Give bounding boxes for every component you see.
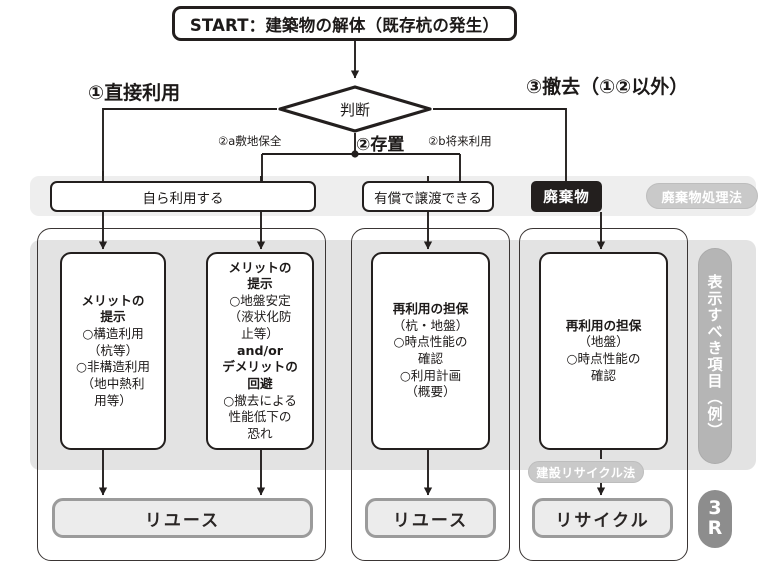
outcome-box-recycle-right-label: リサイクル [555, 510, 650, 531]
outcome-box-recycle-right: リサイクル [532, 498, 673, 538]
detail-line: 回避 [247, 375, 273, 391]
detail-line: メリットの [228, 259, 292, 275]
detail-box-reuse-guarantee-pile-ground-text: 再利用の担保（杭・地盤）○時点性能の確認○利用計画（概要） [393, 301, 469, 401]
middle-box-self-use: 自ら利用する [50, 181, 316, 212]
tag-construction-recycle-law-label: 建設リサイクル法 [536, 465, 636, 480]
start-box-label: START：建築物の解体（既存杭の発生） [189, 15, 500, 35]
detail-line: 提示 [247, 276, 273, 292]
badge-3r-line1: 3 [708, 497, 722, 520]
detail-line: ○非構造利用 [76, 359, 150, 375]
start-box: START：建築物の解体（既存杭の発生） [172, 6, 517, 41]
detail-line: 確認 [417, 351, 444, 366]
detail-line: （地中熱利 [81, 375, 145, 391]
detail-line: ○撤去による [223, 392, 297, 408]
detail-line: （杭・地盤） [392, 317, 469, 333]
badge-3r: 3 R [698, 490, 732, 548]
detail-line: メリットの [81, 292, 145, 308]
outcome-box-reuse-left: リユース [52, 498, 313, 538]
detail-line: （液状化防 [228, 309, 292, 325]
detail-line: ○地盤安定 [229, 292, 291, 308]
detail-line: ○構造利用 [82, 326, 144, 342]
detail-line: ○時点性能の [566, 351, 641, 366]
column-frame-removal [519, 228, 688, 561]
detail-line: 止等） [241, 326, 279, 342]
detail-line: 確認 [590, 367, 617, 383]
detail-line: 再利用の担保 [565, 317, 642, 333]
middle-box-waste-label: 廃棄物 [543, 190, 590, 206]
outcome-box-reuse-left-label: リユース [144, 510, 221, 531]
detail-box-reuse-guarantee-ground-text: 再利用の担保（地盤）○時点性能の確認 [566, 318, 642, 384]
tag-waste-disposal-law-label: 廃棄物処理法 [661, 190, 743, 206]
badge-3r-line2: R [707, 517, 723, 539]
middle-box-waste: 廃棄物 [531, 181, 602, 212]
middle-box-self-use-label: 自ら利用する [142, 190, 224, 207]
column-frame-storage [351, 228, 510, 561]
side-label-display-items-text: 表示すべき項目（例） [705, 273, 724, 439]
detail-line: デメリットの [222, 359, 298, 375]
detail-line: ○時点性能の [393, 334, 468, 350]
column-frame-direct-use [37, 228, 326, 561]
branch-label-direct-use: ①直接利用 [88, 82, 181, 104]
decision-diamond: 判断 [277, 85, 433, 133]
detail-line: （地盤） [578, 334, 629, 350]
detail-line: （杭等） [87, 342, 139, 358]
detail-box-reuse-guarantee-ground: 再利用の担保（地盤）○時点性能の確認 [539, 252, 668, 450]
branch-label-site-preservation: ②a敷地保全 [218, 134, 282, 148]
side-label-display-items: 表示すべき項目（例） [698, 248, 732, 464]
detail-line: （概要） [405, 384, 456, 400]
detail-line: 性能低下の [228, 409, 292, 425]
detail-line: 再利用の担保 [392, 301, 469, 317]
branch-label-storage: ②存置 [356, 135, 405, 155]
middle-box-paid-transfer-label: 有償で譲渡できる [374, 190, 482, 207]
detail-line: 用等） [94, 392, 132, 408]
detail-box-reuse-guarantee-pile-ground: 再利用の担保（杭・地盤）○時点性能の確認○利用計画（概要） [371, 252, 490, 450]
detail-line: and/or [237, 342, 283, 358]
branch-label-removal: ③撤去（①②以外） [526, 76, 689, 98]
detail-line: ○利用計画 [399, 367, 462, 383]
tag-waste-disposal-law: 廃棄物処理法 [646, 183, 758, 209]
detail-line: 提示 [100, 309, 126, 325]
detail-line: 恐れ [247, 425, 273, 441]
middle-box-paid-transfer: 有償で譲渡できる [362, 181, 494, 212]
decision-label: 判断 [339, 100, 370, 119]
detail-box-merit-structural: メリットの提示○構造利用（杭等）○非構造利用（地中熱利用等） [60, 252, 166, 450]
detail-box-merit-structural-text: メリットの提示○構造利用（杭等）○非構造利用（地中熱利用等） [76, 293, 150, 409]
outcome-box-reuse-center-label: リユース [392, 510, 469, 531]
tag-construction-recycle-law: 建設リサイクル法 [528, 461, 644, 483]
branch-label-future-use: ②b将来利用 [428, 134, 492, 148]
outcome-box-reuse-center: リユース [365, 498, 496, 538]
